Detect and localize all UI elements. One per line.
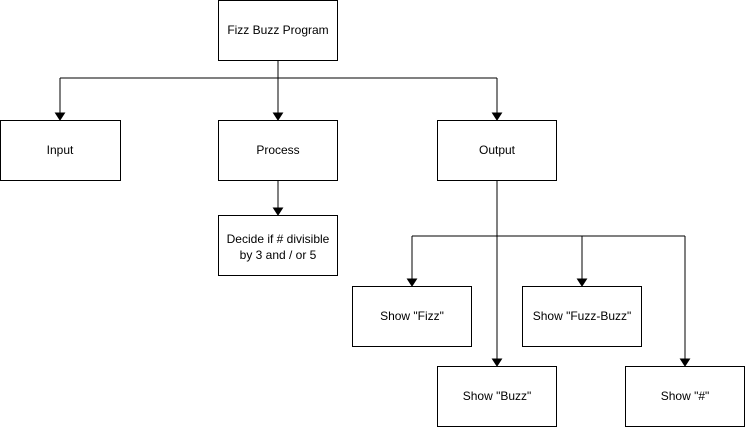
node-hash-box [625,366,745,427]
node-fizzbuzz-label: Show "Fuzz-Buzz" [533,309,632,323]
node-buzz-box [437,366,557,427]
node-root-label: Fizz Buzz Program [227,23,328,37]
arrowhead-hash [679,358,691,367]
node-input-box [0,120,121,181]
connectors [54,61,691,367]
node-decide-label-line2: by 3 and / or 5 [240,248,317,262]
node-fizzbuzz: Show "Fuzz-Buzz" [522,286,642,347]
node-fizzbuzz-box [522,286,642,347]
node-process-label: Process [256,143,299,157]
arrowhead-output [491,112,503,121]
arrowhead-decide [272,207,284,216]
node-fizz: Show "Fizz" [352,286,472,347]
arrowhead-input [54,112,66,121]
node-buzz: Show "Buzz" [437,366,557,427]
node-decide-label-line1: Decide if # divisible [227,232,330,246]
node-root-box [218,0,338,61]
node-output-label: Output [479,143,516,157]
node-root: Fizz Buzz Program [218,0,338,61]
node-process-box [218,120,338,181]
node-process: Process [218,120,338,181]
arrowhead-fizzbuzz [576,278,588,287]
node-decide-box [218,215,338,276]
arrowhead-process [272,112,284,121]
node-input-label: Input [47,143,74,157]
node-fizz-label: Show "Fizz" [380,309,444,323]
node-hash: Show "#" [625,366,745,427]
node-decide: Decide if # divisible by 3 and / or 5 [218,215,338,276]
arrowhead-buzz [491,358,503,367]
node-output-box [437,120,557,181]
node-output: Output [437,120,557,181]
node-hash-label: Show "#" [661,389,710,403]
node-fizz-box [352,286,472,347]
node-input: Input [0,120,121,181]
arrowhead-fizz [406,278,418,287]
node-buzz-label: Show "Buzz" [463,389,532,403]
